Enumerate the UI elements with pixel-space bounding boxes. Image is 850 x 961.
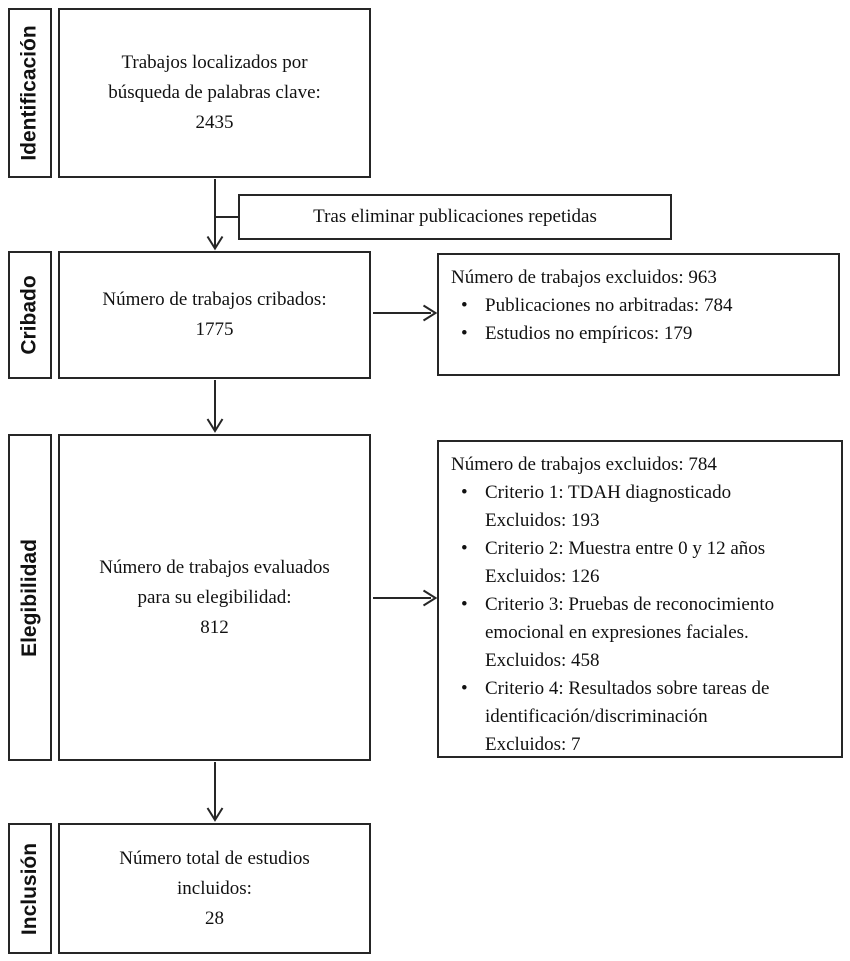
screening-excluded-item-text: Estudios no empíricos: 179: [485, 323, 693, 344]
eligibility-excluded-item: • Criterio 1: TDAH diagnosticado Excluid…: [451, 479, 831, 535]
eligibility-excluded-item-body: Criterio 2: Muestra entre 0 y 12 años Ex…: [485, 535, 831, 591]
duplicates-removed-text: Tras eliminar publicaciones repetidas: [313, 206, 597, 227]
eligibility-excluded-item: • Criterio 3: Pruebas de reconocimiento …: [451, 591, 831, 675]
arrow-eligibility-to-excluded: [373, 589, 438, 607]
bullet-icon: •: [461, 295, 468, 316]
eligibility-count: 812: [200, 616, 229, 638]
eligibility-excluded-box: Número de trabajos excluidos: 784 • Crit…: [437, 440, 843, 758]
stage-label-text: Cribado: [18, 275, 41, 355]
screening-excluded-box: Número de trabajos excluidos: 963 • Publ…: [437, 253, 840, 376]
criterion-excluded-count: Excluidos: 458: [485, 650, 600, 671]
screening-excluded-title: Número de trabajos excluidos: 963: [451, 267, 717, 288]
stage-label-elegibilidad: Elegibilidad: [8, 434, 52, 761]
screening-excluded-item: • Estudios no empíricos: 179: [451, 320, 828, 348]
stage-label-cribado: Cribado: [8, 251, 52, 379]
included-studies-box: Número total de estudios incluidos: 28: [58, 823, 371, 954]
bullet-icon: •: [461, 678, 468, 699]
eligibility-excluded-item: • Criterio 2: Muestra entre 0 y 12 años …: [451, 535, 831, 591]
bullet-icon: •: [461, 538, 468, 559]
eligibility-excluded-item-body: Criterio 3: Pruebas de reconocimiento em…: [485, 591, 831, 675]
arrow-screening-to-excluded: [373, 304, 438, 322]
bullet-icon: •: [461, 323, 468, 344]
arrow-identification-to-screening: [206, 179, 238, 251]
identification-records-box: Trabajos localizados por búsqueda de pal…: [58, 8, 371, 178]
eligibility-excluded-item: • Criterio 4: Resultados sobre tareas de…: [451, 675, 831, 759]
stage-label-identificacion: Identificación: [8, 8, 52, 178]
eligibility-excluded-title: Número de trabajos excluidos: 784: [451, 454, 717, 475]
screened-count: 1775: [195, 319, 234, 340]
screening-excluded-item: • Publicaciones no arbitradas: 784: [451, 292, 828, 320]
stage-label-inclusion: Inclusión: [8, 823, 52, 954]
arrow-eligibility-to-inclusion: [206, 762, 224, 822]
stage-label-text: Inclusión: [18, 842, 41, 935]
included-count: 28: [205, 907, 224, 929]
criterion-text: Criterio 2: Muestra entre 0 y 12 años: [485, 538, 766, 559]
identification-line: Trabajos localizados por: [121, 52, 308, 73]
screened-line: Número de trabajos cribados:: [102, 289, 327, 310]
eligibility-line: Número de trabajos evaluados: [99, 556, 330, 578]
screening-excluded-item-text: Publicaciones no arbitradas: 784: [485, 295, 733, 316]
bullet-icon: •: [461, 482, 468, 503]
eligibility-excluded-item-body: Criterio 1: TDAH diagnosticado Excluidos…: [485, 479, 831, 535]
eligibility-assessed-box: Número de trabajos evaluados para su ele…: [58, 434, 371, 761]
criterion-text: Criterio 3: Pruebas de reconocimiento em…: [485, 594, 775, 643]
eligibility-excluded-item-body: Criterio 4: Resultados sobre tareas de i…: [485, 675, 831, 759]
criterion-text: Criterio 4: Resultados sobre tareas de i…: [485, 678, 770, 727]
included-line: Número total de estudios: [119, 847, 310, 869]
duplicates-removed-box: Tras eliminar publicaciones repetidas: [238, 194, 672, 240]
criterion-excluded-count: Excluidos: 7: [485, 734, 581, 755]
identification-line: búsqueda de palabras clave:: [108, 82, 321, 103]
criterion-text: Criterio 1: TDAH diagnosticado: [485, 482, 732, 503]
included-line: incluidos:: [177, 877, 252, 899]
eligibility-line: para su elegibilidad:: [137, 586, 292, 608]
stage-label-text: Identificación: [18, 25, 42, 161]
criterion-excluded-count: Excluidos: 193: [485, 510, 600, 531]
criterion-excluded-count: Excluidos: 126: [485, 566, 600, 587]
stage-label-text: Elegibilidad: [18, 538, 42, 657]
arrow-screening-to-eligibility: [206, 380, 224, 433]
identification-count: 2435: [195, 112, 234, 133]
screened-records-box: Número de trabajos cribados: 1775: [58, 251, 371, 379]
bullet-icon: •: [461, 594, 468, 615]
